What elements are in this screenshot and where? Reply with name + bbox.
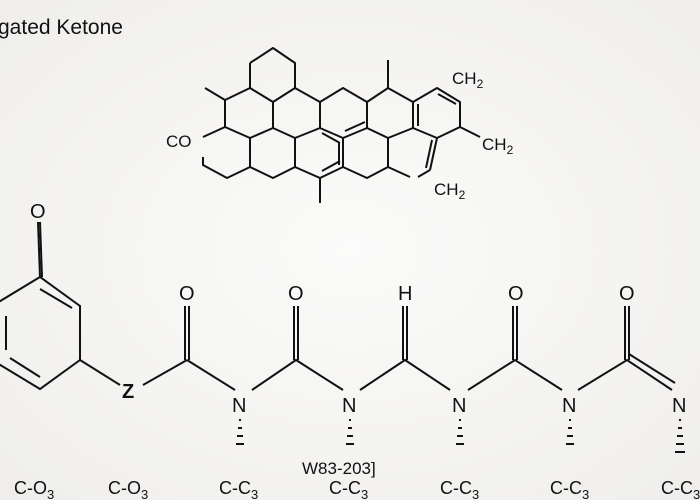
substituent-labels: C-O3 C-O3 C-C3 C-C3 C-C3 C-C3 C-C3 (14, 478, 700, 500)
ch2-label-bottom: CH2 (434, 180, 466, 202)
substituent-label: C-C3 (550, 478, 589, 500)
substituent-label: C-O3 (108, 478, 148, 500)
carbonyl-oxygen-label: O (508, 283, 524, 305)
nitrogen-label: N (452, 395, 466, 417)
nitrogen-label: N (342, 395, 356, 417)
linker-z-label: Z (122, 381, 134, 403)
polycyclic-structure (202, 47, 481, 203)
diagram-title: gated Ketone (0, 16, 123, 39)
hashed-wedge (675, 419, 685, 453)
hydrogen-label: H (398, 283, 412, 305)
caption: W83-203] (302, 459, 376, 478)
ring-oxygen-label: O (30, 201, 46, 223)
co-label: CO (166, 132, 192, 151)
hashed-wedge (236, 419, 244, 445)
substituent-label: C-C3 (661, 478, 700, 500)
chain-atom-labels: O Z O O H O O N N N N N (30, 201, 686, 417)
ch2-label-top: CH2 (452, 69, 484, 91)
substituent-label: C-C3 (219, 478, 258, 500)
hashed-wedge (566, 419, 574, 445)
chain-bonds (0, 221, 676, 391)
nitrogen-label: N (562, 395, 576, 417)
ch2-label-mid: CH2 (482, 135, 514, 157)
substituent-label: C-O3 (14, 478, 54, 500)
nitrogen-label: N (232, 395, 246, 417)
carbonyl-oxygen-label: O (288, 283, 304, 305)
substituent-label: C-C3 (329, 478, 368, 500)
hashed-wedge (456, 419, 464, 445)
nitrogen-label: N (672, 395, 686, 417)
substituent-label: C-C3 (440, 478, 479, 500)
carbonyl-oxygen-label: O (179, 283, 195, 305)
hashed-wedge-bonds (236, 419, 685, 453)
polycyclic-labels: CO CH2 CH2 CH2 (166, 69, 514, 202)
hashed-wedge (346, 419, 354, 445)
carbonyl-oxygen-label: O (619, 283, 635, 305)
